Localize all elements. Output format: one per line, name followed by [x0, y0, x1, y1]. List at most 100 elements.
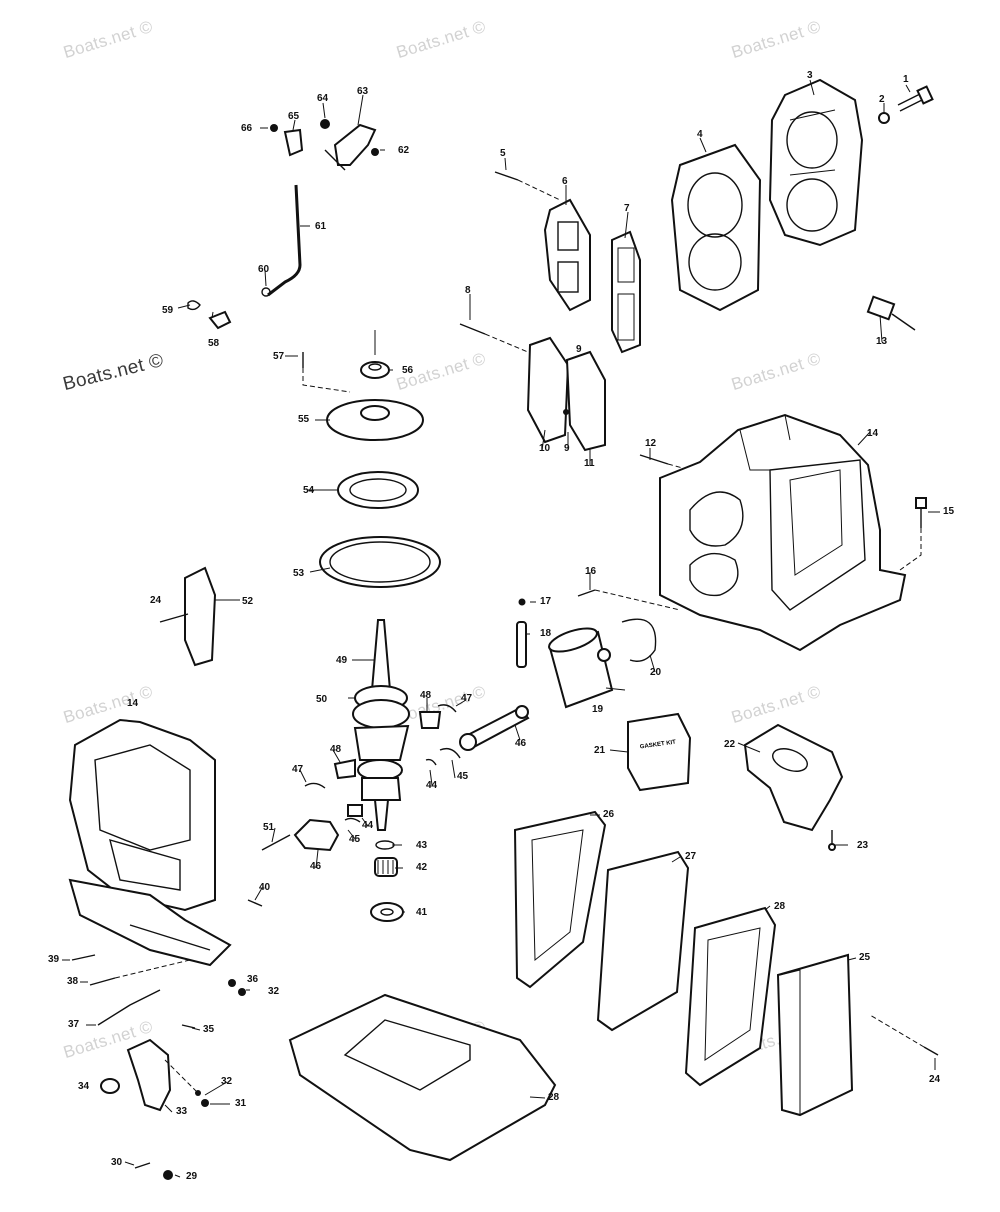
- part-29: [163, 1170, 173, 1180]
- bracket-part-65: [283, 128, 304, 157]
- part-label: 37: [68, 1019, 80, 1030]
- bolt-part-1: [897, 85, 934, 112]
- bearing-half-part-47: [437, 704, 457, 713]
- bearing-cap-part-48b: [333, 758, 356, 780]
- exhaust-cover-part-22: [743, 723, 844, 832]
- part-label: 40: [259, 882, 271, 893]
- lever-part-63: [324, 123, 377, 171]
- part-label: 64: [317, 93, 329, 104]
- part-label: 45: [457, 771, 469, 782]
- crankshaft-part-49: [352, 619, 410, 831]
- part-label: 46: [310, 861, 322, 872]
- rod-part-61: [267, 184, 302, 297]
- gasket-part-53: [319, 536, 441, 588]
- part-label: 59: [162, 305, 174, 316]
- cylinder-head-cover-part-3: [768, 78, 864, 247]
- bearing-cap-part-48: [418, 711, 442, 729]
- gasket-part-27: [596, 850, 690, 1032]
- part-35: [181, 1024, 196, 1029]
- bearing-part-42: [374, 857, 398, 877]
- crankcase-part-14: [659, 413, 907, 652]
- bearing-part-56: [360, 361, 390, 379]
- bolt-part-24: [923, 1046, 939, 1056]
- part-label: 28: [774, 901, 786, 912]
- part-32: [238, 988, 246, 996]
- connecting-rod-part-45: [459, 705, 530, 751]
- part-label: 12: [645, 438, 657, 449]
- fitting-part-40: [247, 899, 263, 907]
- part-66: [270, 124, 278, 132]
- part-label: 19: [592, 704, 604, 715]
- part-label: 7: [624, 203, 630, 214]
- part-label: 44: [426, 780, 438, 791]
- part-label: 26: [603, 809, 615, 820]
- rod-cap-part-46: [293, 818, 340, 852]
- part-label: 61: [315, 221, 327, 232]
- part-label: 30: [111, 1157, 123, 1168]
- ring-part-43: [375, 840, 395, 850]
- part-label: 45: [349, 834, 361, 845]
- head-gasket-part-4: [670, 143, 762, 312]
- part-label: 38: [67, 976, 79, 987]
- part-label: 9: [564, 443, 570, 454]
- part-label: 57: [273, 351, 285, 362]
- part-label: 42: [416, 862, 428, 873]
- part-label: 23: [857, 840, 869, 851]
- gasket-part-26: [513, 810, 607, 989]
- screw-part-51: [261, 834, 291, 851]
- part-label: 43: [416, 840, 428, 851]
- part-30: [134, 1162, 151, 1169]
- screw-part-39: [71, 954, 96, 961]
- part-label: 63: [357, 86, 369, 97]
- screw-part-5: [494, 171, 519, 181]
- bearing-half-part-47b: [304, 782, 326, 789]
- part-label: 8: [465, 285, 471, 296]
- bearing-part-45b: [347, 804, 363, 817]
- part-31: [201, 1099, 209, 1107]
- part-label: 17: [540, 596, 552, 607]
- part-label: 51: [263, 822, 275, 833]
- part-label: 6: [562, 176, 568, 187]
- part-label: 66: [241, 123, 253, 134]
- part-label: 50: [316, 694, 328, 705]
- part-label: 49: [336, 655, 348, 666]
- part-label: 27: [685, 851, 697, 862]
- part-label: 29: [186, 1171, 198, 1182]
- pin-part-18: [516, 621, 527, 668]
- part-label: 47: [292, 764, 304, 775]
- part-label: 39: [48, 954, 60, 965]
- part-label: 62: [398, 145, 410, 156]
- part-label: 2: [879, 94, 885, 105]
- part-label: 13: [876, 336, 888, 347]
- part-36: [228, 979, 236, 987]
- bushing-part-34: [100, 1078, 120, 1094]
- part-label: 32: [268, 986, 280, 997]
- leader-lines: [62, 79, 940, 1178]
- part-label: 9: [576, 344, 582, 355]
- part-64: [320, 119, 330, 129]
- bracket-part-52: [159, 566, 217, 667]
- part-label: 18: [540, 628, 552, 639]
- cable-part-37: [97, 989, 161, 1026]
- part-label: 5: [500, 148, 506, 159]
- part-62: [371, 148, 379, 156]
- part-17: [518, 598, 526, 606]
- part-label: 65: [288, 111, 300, 122]
- part-58: [208, 310, 232, 330]
- plate-part-10: [526, 336, 570, 444]
- part-label: 25: [859, 952, 871, 963]
- cover-plate-part-6: [543, 198, 591, 312]
- part-label: 14: [127, 698, 139, 709]
- part-label: 47: [461, 693, 473, 704]
- bearing-part-41: [370, 902, 404, 922]
- stud-part-12: [639, 454, 669, 465]
- part-label: 24: [150, 595, 162, 606]
- part-label: 10: [539, 443, 551, 454]
- part-label: 34: [78, 1081, 90, 1092]
- piston-part-19: [548, 627, 614, 709]
- gasket-kit-box-part-21: [627, 712, 692, 792]
- gasket-part-7: [611, 230, 641, 354]
- gasket-part-54: [337, 471, 419, 509]
- part-label: 35: [203, 1024, 215, 1035]
